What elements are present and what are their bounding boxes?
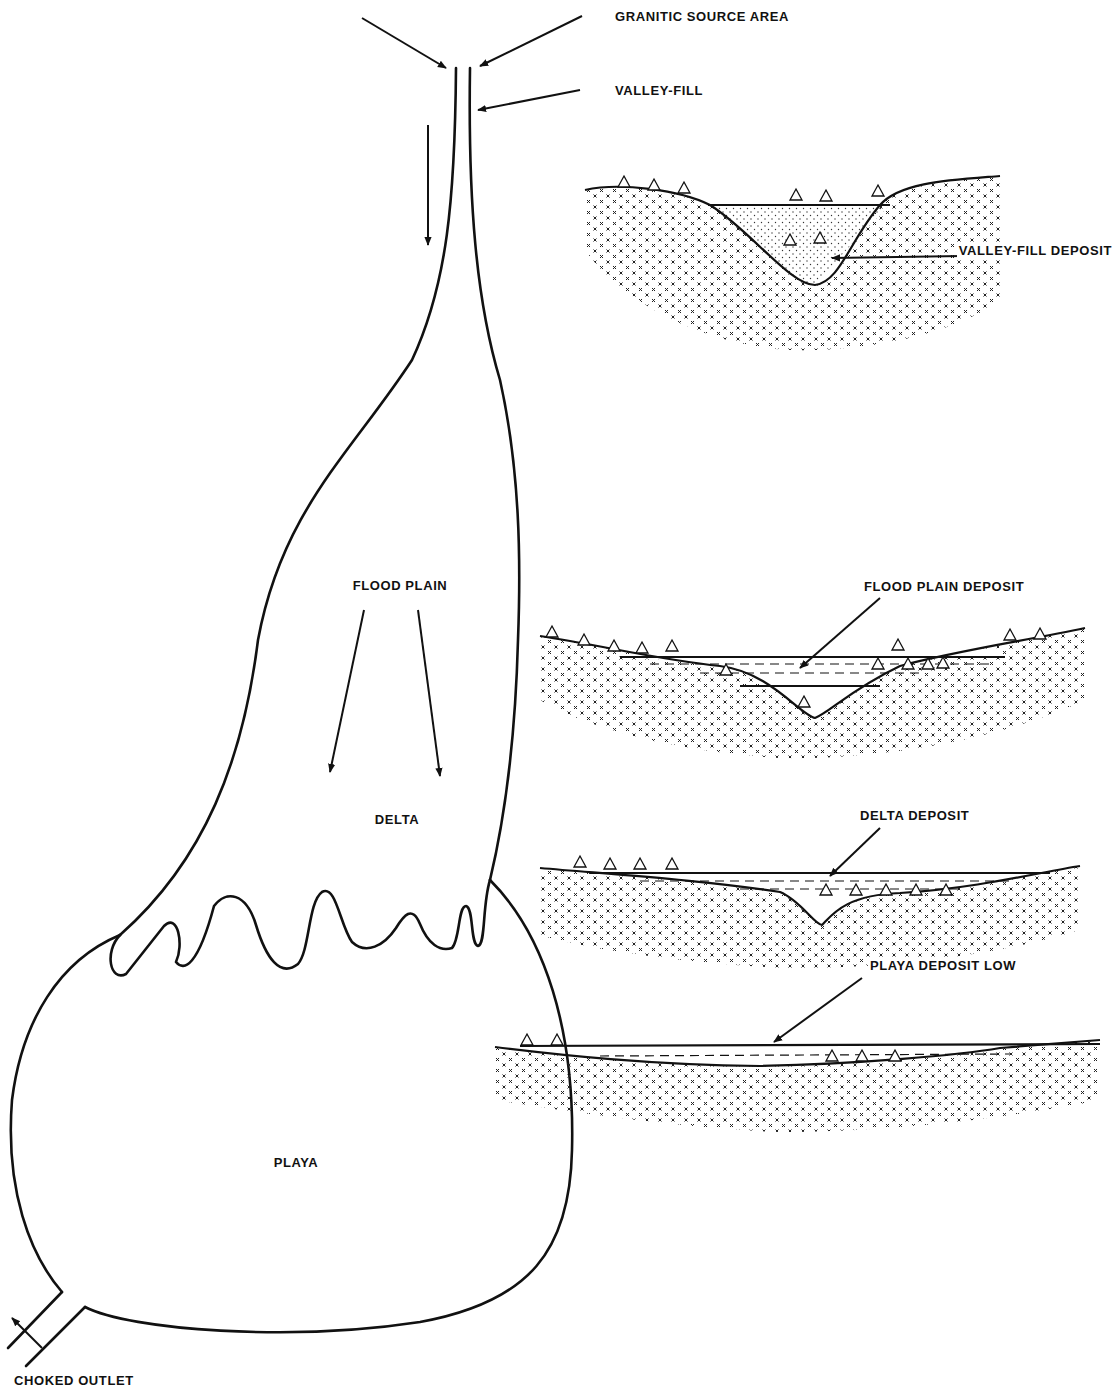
granite-bedrock [495, 176, 1100, 1132]
callout-label: PLAYA DEPOSIT LOW [868, 958, 1018, 973]
region-label: VALLEY-FILL [613, 83, 705, 98]
flow-arrows [12, 16, 582, 1348]
leader-arrows [774, 256, 962, 1042]
region-label: FLOOD PLAIN [351, 578, 450, 593]
callout-label: CHOKED OUTLET [12, 1373, 136, 1388]
source-label: GRANITIC SOURCE AREA [613, 9, 791, 24]
region-label: PLAYA [272, 1155, 321, 1170]
basin-outline [8, 68, 572, 1366]
clast-symbols [521, 176, 1046, 1061]
deposit-sections [495, 176, 1100, 1066]
callout-label: FLOOD PLAIN DEPOSIT [862, 579, 1026, 594]
callout-label: VALLEY-FILL DEPOSIT [957, 243, 1114, 258]
region-label: DELTA [373, 812, 421, 827]
callout-label: DELTA DEPOSIT [858, 808, 971, 823]
